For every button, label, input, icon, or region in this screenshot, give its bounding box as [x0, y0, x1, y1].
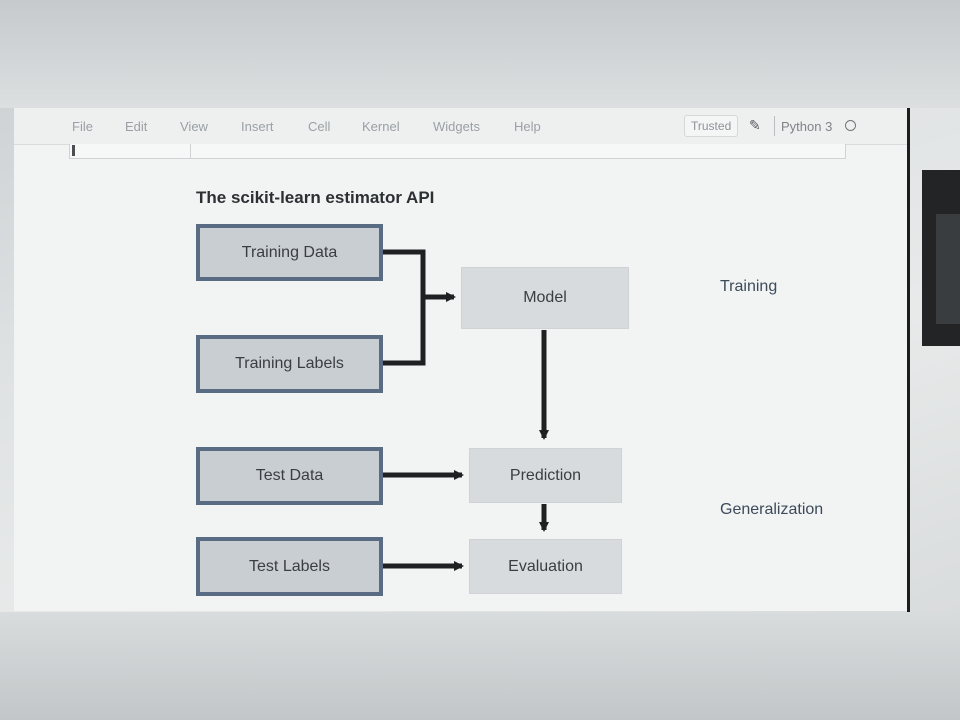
test-data-box: Test Data	[196, 447, 383, 505]
kernel-name[interactable]: Python 3	[781, 119, 833, 134]
training-labels-box: Training Labels	[196, 335, 383, 393]
trusted-indicator[interactable]: Trusted	[684, 115, 739, 137]
arrow-training-data	[381, 249, 426, 298]
cell-cursor	[72, 145, 75, 156]
test-labels-label: Test Labels	[249, 557, 330, 575]
evaluation-box: Evaluation	[469, 539, 622, 594]
pencil-icon[interactable]: ✎	[749, 117, 761, 133]
prediction-box: Prediction	[469, 448, 622, 503]
kernel-status-icon	[845, 120, 856, 131]
test-data-label: Test Data	[255, 467, 324, 484]
phase-generalization: Generalization	[720, 501, 824, 518]
background-bottom	[0, 612, 960, 720]
diagram-title: The scikit-learn estimator API	[196, 188, 435, 207]
menu-file[interactable]: File	[72, 119, 93, 134]
menu-cell[interactable]: Cell	[308, 119, 331, 134]
notebook-screen: File Edit View Insert Cell Kernel Widget…	[14, 108, 907, 611]
menu-help[interactable]: Help	[514, 119, 541, 134]
model-label: Model	[523, 289, 567, 306]
phase-training: Training	[720, 278, 778, 295]
menu-insert[interactable]: Insert	[241, 119, 274, 134]
arrow-training-labels	[381, 296, 426, 366]
side-screen-content	[936, 214, 960, 324]
training-labels-label: Training Labels	[235, 355, 344, 372]
menu-edit[interactable]: Edit	[125, 119, 148, 134]
test-labels-box: Test Labels	[196, 537, 383, 596]
previous-code-cell[interactable]	[69, 144, 846, 159]
menu-widgets[interactable]: Widgets	[433, 119, 480, 134]
diagram-arrows	[381, 249, 549, 571]
evaluation-label: Evaluation	[508, 557, 583, 575]
menu-kernel[interactable]: Kernel	[362, 119, 400, 134]
menu-view[interactable]: View	[180, 119, 208, 134]
background-top	[0, 0, 960, 108]
model-box: Model	[461, 267, 629, 329]
cell-input-edge	[190, 144, 191, 158]
prediction-label: Prediction	[509, 466, 582, 484]
menu-bar: File Edit View Insert Cell Kernel Widget…	[14, 108, 907, 145]
training-data-label: Training Data	[241, 243, 338, 261]
training-data-box: Training Data	[196, 224, 383, 281]
toolbar-separator	[774, 116, 775, 136]
screen-bezel-edge	[907, 108, 910, 612]
